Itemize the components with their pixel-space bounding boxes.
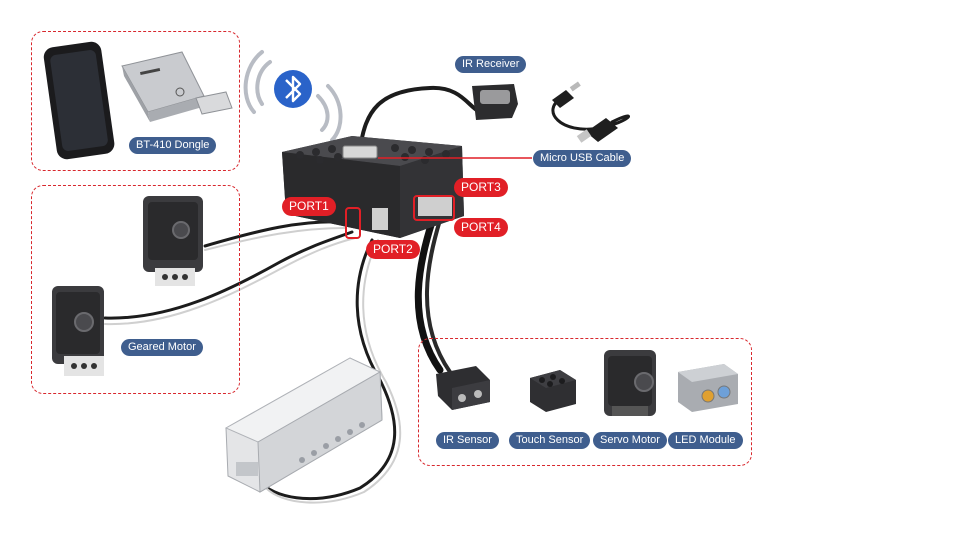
touch-sensor-label: Touch Sensor: [509, 432, 591, 449]
port1-highlight: [345, 207, 361, 239]
port3-label: PORT3: [454, 178, 508, 197]
micro-usb-connectors: [552, 81, 618, 143]
smartphone-icon: [43, 41, 115, 160]
geared-motor-label: Geared Motor: [121, 339, 203, 356]
bt-dongle-label: BT-410 Dongle: [129, 137, 217, 154]
motor-group: [31, 185, 240, 394]
port-pointers: [345, 157, 532, 239]
port1-label: PORT1: [282, 197, 336, 216]
cables: [103, 85, 630, 504]
motor-cable-2: [103, 230, 354, 320]
ir-sensor-label: IR Sensor: [436, 432, 499, 449]
ir-receiver-image: [472, 84, 518, 120]
motor-cable-2b: [104, 237, 356, 326]
geared-motor-top-image: [143, 196, 203, 286]
servo-motor-label: Servo Motor: [593, 432, 667, 449]
micro-usb-cable-label: Micro USB Cable: [533, 150, 632, 167]
wireless-group: [31, 31, 240, 171]
bt-dongle-image: [121, 51, 233, 122]
bluetooth-icon: [274, 70, 312, 108]
ir-receiver-label: IR Receiver: [455, 56, 527, 73]
motor-cable-1b: [204, 227, 346, 251]
sensor-cable-1: [414, 218, 444, 374]
geared-motor-bottom-image: [52, 286, 104, 376]
port2-label: PORT2: [366, 240, 420, 259]
sensor-cable-2: [424, 218, 452, 374]
port4-label: PORT4: [454, 218, 508, 237]
sensor-group: [418, 338, 752, 466]
bluetooth-signal: [243, 50, 343, 142]
ir-sensor-image: [436, 366, 490, 410]
touch-sensor-image: [530, 370, 576, 412]
battery-cable: [260, 238, 397, 501]
servo-motor-image: [604, 350, 656, 416]
port3-4-highlight: [413, 195, 455, 221]
led-module-image: [678, 364, 738, 412]
battery-pack-image: [224, 357, 383, 493]
battery-cable-b: [265, 239, 402, 504]
led-module-label: LED Module: [668, 432, 743, 449]
